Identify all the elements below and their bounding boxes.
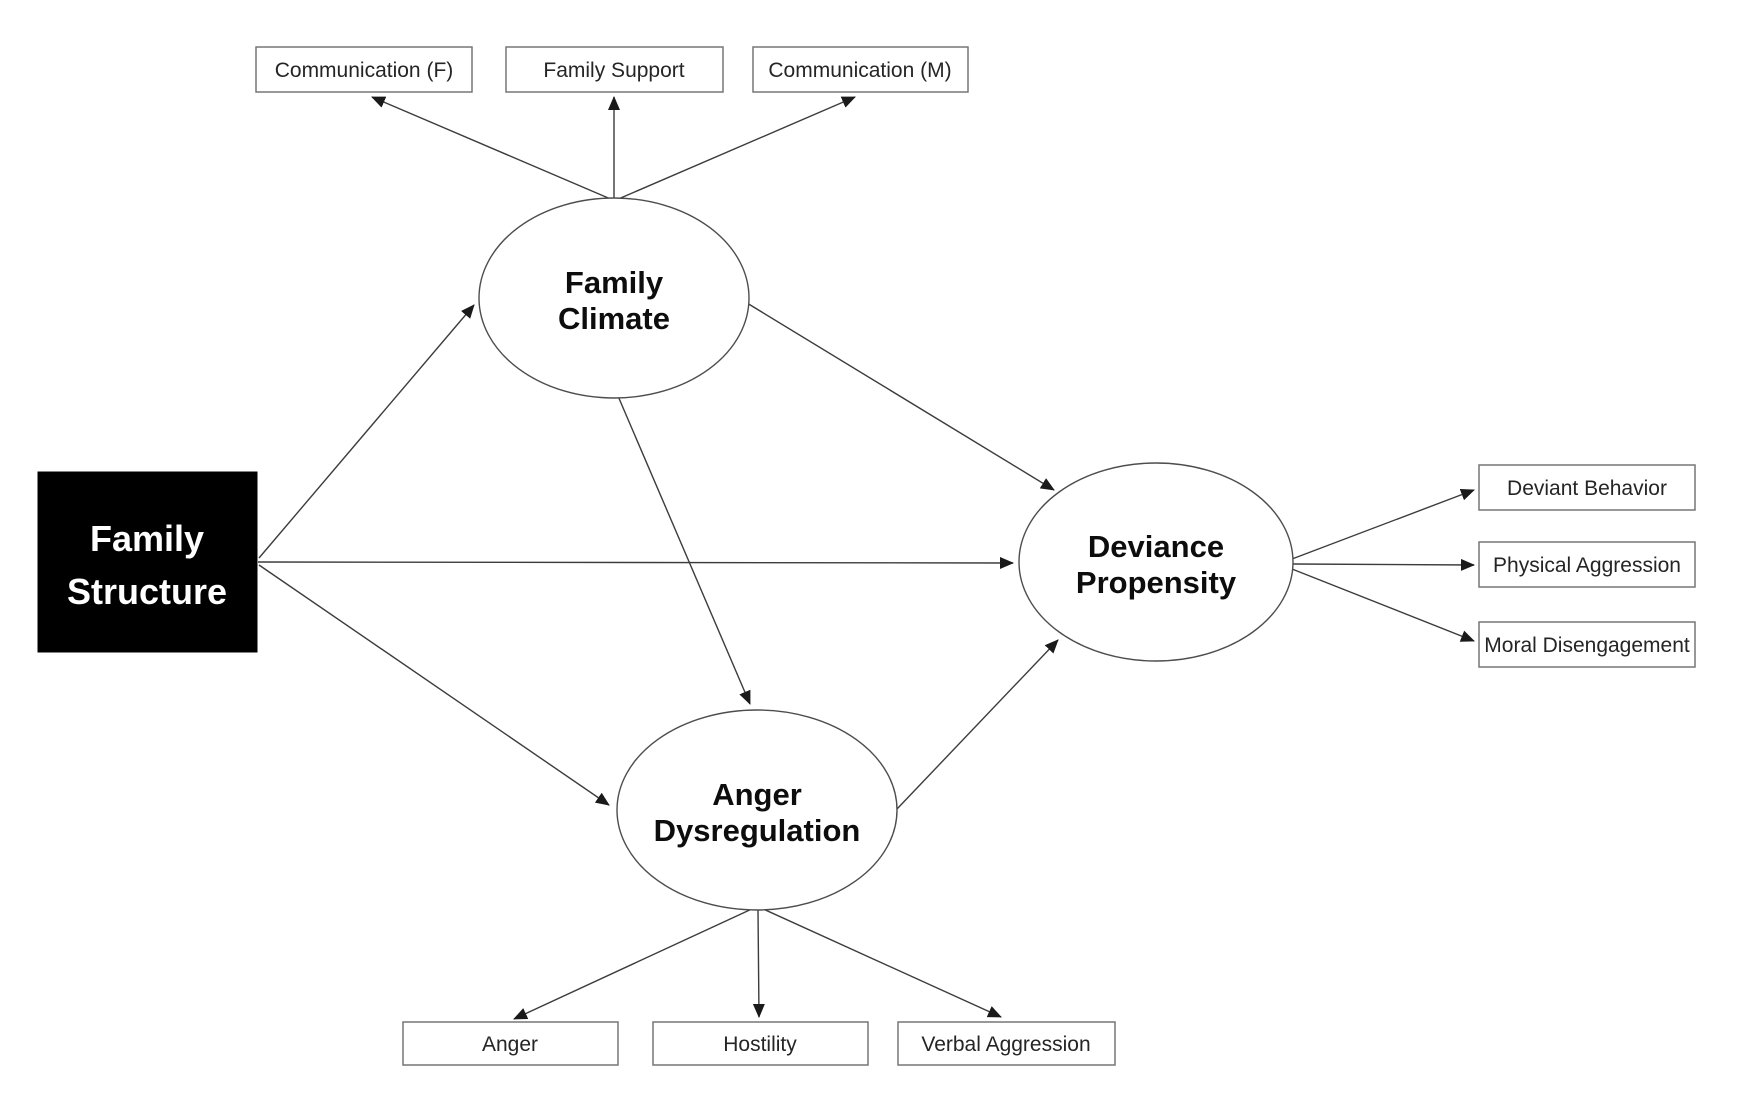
communication-m-box xyxy=(752,46,969,93)
verbal-aggression-box xyxy=(897,1021,1116,1066)
edge-anger-dysregulation-hostility xyxy=(752,909,765,1018)
edge-deviance-propensity-deviant-behavior xyxy=(1291,488,1475,560)
node-anger-dysregulation: Anger Dysregulation xyxy=(616,709,898,911)
node-family-support: Family Support xyxy=(505,46,724,93)
indicators-anger-dysregulation: Anger Hostility Verbal Aggression xyxy=(402,1021,1116,1066)
physical-aggression-box xyxy=(1478,541,1696,588)
node-deviant-behavior: Deviant Behavior xyxy=(1478,464,1696,511)
anger-dysregulation-label-line1: Anger xyxy=(712,777,802,812)
edge-anger-dysregulation-verbal-aggression xyxy=(760,907,1002,1018)
moral-disengagement-label: Moral Disengagement xyxy=(1484,634,1690,657)
family-support-label: Family Support xyxy=(543,59,684,82)
deviance-propensity-label-line2: Propensity xyxy=(1076,565,1237,600)
node-anger: Anger xyxy=(402,1021,619,1066)
family-structure-label-line2: Structure xyxy=(67,571,227,612)
edge-anger-dysregulation-deviance-propensity xyxy=(896,639,1059,810)
communication-f-label: Communication (F) xyxy=(275,59,454,82)
anger-box xyxy=(402,1021,619,1066)
family-climate-label-line1: Family xyxy=(565,265,664,300)
physical-aggression-label: Physical Aggression xyxy=(1493,554,1681,577)
family-climate-label-line2: Climate xyxy=(558,301,670,336)
node-hostility: Hostility xyxy=(652,1021,869,1066)
anger-label: Anger xyxy=(482,1033,538,1056)
verbal-aggression-label: Verbal Aggression xyxy=(921,1033,1090,1056)
node-verbal-aggression: Verbal Aggression xyxy=(897,1021,1116,1066)
edge-deviance-propensity-moral-disengagement xyxy=(1291,568,1475,642)
edge-family-climate-communication-m xyxy=(615,96,856,201)
edge-family-climate-anger-dysregulation xyxy=(617,395,751,705)
edge-family-structure-family-climate xyxy=(258,304,475,559)
node-deviance-propensity: Deviance Propensity xyxy=(1018,462,1294,662)
edge-family-climate-deviance-propensity xyxy=(746,302,1055,491)
node-family-structure: Family Structure xyxy=(37,471,258,653)
anger-dysregulation-ellipse xyxy=(616,709,898,911)
deviant-behavior-label: Deviant Behavior xyxy=(1507,477,1667,500)
node-communication-f: Communication (F) xyxy=(255,46,473,93)
family-structure-box xyxy=(37,471,258,653)
edge-anger-dysregulation-anger xyxy=(513,907,755,1020)
node-family-climate: Family Climate xyxy=(478,197,750,399)
edge-deviance-propensity-physical-aggression xyxy=(1292,558,1475,571)
node-physical-aggression: Physical Aggression xyxy=(1478,541,1696,588)
deviance-propensity-ellipse xyxy=(1018,462,1294,662)
edges xyxy=(257,96,1475,1020)
family-climate-ellipse xyxy=(478,197,750,399)
edge-family-climate-communication-f xyxy=(371,96,614,201)
node-communication-m: Communication (M) xyxy=(752,46,969,93)
indicators-family-climate: Communication (F) Family Support Communi… xyxy=(255,46,969,93)
family-support-box xyxy=(505,46,724,93)
communication-m-label: Communication (M) xyxy=(768,59,951,82)
deviant-behavior-box xyxy=(1478,464,1696,511)
deviance-propensity-label-line1: Deviance xyxy=(1088,529,1224,564)
edge-family-structure-deviance-propensity xyxy=(257,556,1014,569)
family-structure-label-line1: Family xyxy=(90,518,204,559)
anger-dysregulation-label-line2: Dysregulation xyxy=(654,813,861,848)
hostility-box xyxy=(652,1021,869,1066)
moral-disengagement-box xyxy=(1478,621,1696,668)
indicators-deviance-propensity: Deviant Behavior Physical Aggression Mor… xyxy=(1478,464,1696,668)
edge-family-structure-anger-dysregulation xyxy=(258,564,610,806)
communication-f-box xyxy=(255,46,473,93)
hostility-label: Hostility xyxy=(723,1033,797,1056)
node-moral-disengagement: Moral Disengagement xyxy=(1478,621,1696,668)
